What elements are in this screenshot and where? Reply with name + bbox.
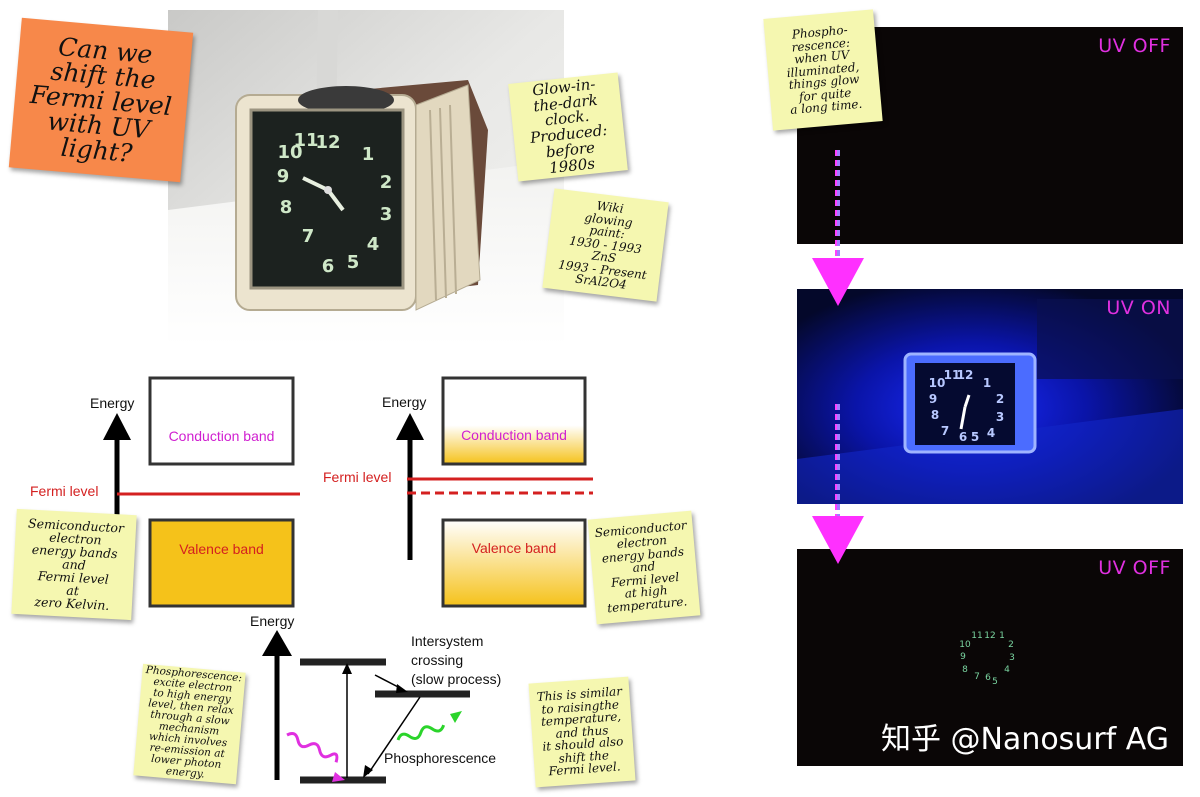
svg-text:8: 8	[931, 408, 939, 422]
svg-text:2: 2	[996, 392, 1004, 406]
svg-text:8: 8	[280, 197, 293, 218]
energy-label-left: Energy	[90, 395, 135, 411]
svg-text:8: 8	[962, 665, 968, 675]
note-line: Fermi level.	[548, 759, 622, 779]
note-line: zero Kelvin.	[34, 594, 110, 614]
svg-text:12: 12	[957, 368, 974, 382]
svg-text:11: 11	[944, 368, 961, 382]
valence-band-label-left: Valence band	[179, 541, 264, 557]
valence-band-label-right: Valence band	[471, 540, 557, 556]
phosphorescence-label: Phosphorescence	[384, 750, 497, 766]
conduction-band-label-right: Conduction band	[461, 427, 567, 443]
similar-note: This is similar to raisingthe temperatur…	[528, 676, 636, 788]
fermi-level-label-right: Fermi level	[323, 469, 392, 485]
semiconductor-zero-note: Semiconductor electron energy bands and …	[11, 508, 137, 621]
watermark: 知乎 @Nanosurf AG	[880, 722, 1169, 757]
svg-text:9: 9	[277, 166, 290, 187]
svg-text:1: 1	[362, 144, 375, 165]
clock-note: Glow-in- the-dark clock. Produced: befor…	[508, 72, 628, 182]
svg-text:10: 10	[929, 376, 946, 390]
svg-text:10: 10	[959, 640, 971, 650]
question-line: light?	[59, 132, 134, 168]
svg-text:9: 9	[960, 652, 966, 662]
svg-text:3: 3	[380, 204, 393, 225]
svg-text:11: 11	[971, 631, 982, 641]
svg-text:1: 1	[999, 631, 1005, 641]
phosphorescence-top-note: Phospho- rescence: when UV illuminated, …	[763, 9, 883, 131]
isc-label-line3: (slow process)	[411, 671, 502, 687]
uv-off-label-1: UV OFF	[1098, 35, 1171, 57]
svg-text:3: 3	[1009, 653, 1015, 663]
svg-text:12: 12	[984, 631, 995, 641]
svg-text:4: 4	[1004, 665, 1010, 675]
panel-arrows	[812, 150, 864, 564]
wiki-note: Wiki glowing paint: 1930 - 1993 ZnS 1993…	[542, 188, 669, 302]
svg-text:7: 7	[302, 226, 315, 247]
svg-text:10: 10	[277, 142, 302, 163]
svg-text:5: 5	[347, 252, 360, 273]
down-arrow-icon	[812, 258, 864, 306]
svg-text:4: 4	[367, 234, 380, 255]
energy-label-bottom: Energy	[250, 613, 295, 629]
svg-text:9: 9	[929, 392, 937, 406]
fermi-level-label-left: Fermi level	[30, 483, 99, 499]
svg-text:1: 1	[983, 376, 991, 390]
band-diagrams	[103, 376, 593, 784]
svg-text:12: 12	[315, 132, 340, 153]
svg-text:3: 3	[996, 410, 1004, 424]
question-note: Can we shift the Fermi level with UV lig…	[8, 17, 194, 183]
conduction-band-label-left: Conduction band	[168, 428, 275, 444]
svg-text:5: 5	[992, 677, 998, 687]
svg-text:11: 11	[293, 130, 318, 151]
svg-text:6: 6	[959, 430, 967, 444]
note-line: temperature.	[606, 594, 688, 616]
svg-text:2: 2	[1008, 640, 1014, 650]
svg-text:6: 6	[322, 256, 335, 277]
uv-on-label: UV ON	[1106, 297, 1171, 319]
semiconductor-high-note: Semiconductor electron energy bands and …	[587, 510, 701, 625]
isc-label-line1: Intersystem	[411, 633, 484, 649]
svg-text:4: 4	[987, 426, 995, 440]
svg-text:2: 2	[380, 172, 393, 193]
phosphorescence-bottom-note: Phosphorescence: excite electron to high…	[133, 663, 246, 785]
energy-label-right: Energy	[382, 394, 427, 410]
isc-label-line2: crossing	[411, 652, 464, 668]
note-line: energy.	[165, 765, 206, 781]
down-arrow-icon	[812, 516, 864, 564]
uv-off-label-2: UV OFF	[1098, 557, 1171, 579]
svg-text:7: 7	[974, 672, 980, 682]
svg-text:5: 5	[971, 430, 979, 444]
clock-note-line: 1980s	[548, 153, 596, 177]
svg-text:7: 7	[941, 424, 949, 438]
svg-text:6: 6	[985, 673, 991, 683]
